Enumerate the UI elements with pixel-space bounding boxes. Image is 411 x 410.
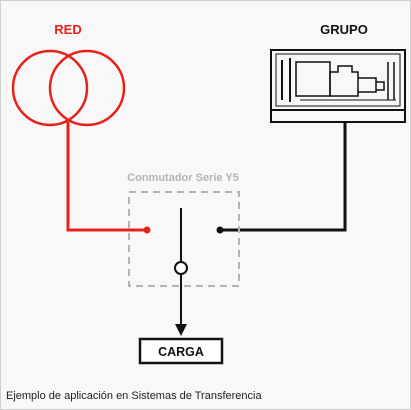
- load-arrow: [175, 324, 187, 336]
- figure-caption: Ejemplo de aplicación en Sistemas de Tra…: [6, 390, 262, 402]
- generator-set-icon: [270, 49, 406, 123]
- generator-wire: [220, 122, 347, 232]
- generator-terminal: [216, 226, 224, 234]
- load-label: CARGA: [158, 345, 204, 359]
- network-label: RED: [54, 22, 81, 37]
- generator-label: GRUPO: [320, 22, 368, 37]
- network-terminal: [143, 226, 151, 234]
- switch-label: Conmutador Serie Y5: [127, 172, 239, 184]
- switch-enclosure: [128, 191, 240, 287]
- transformer-icon: [11, 49, 126, 127]
- switch-pivot: [174, 261, 188, 275]
- load-box: [138, 337, 224, 365]
- network-wire: [66, 122, 147, 232]
